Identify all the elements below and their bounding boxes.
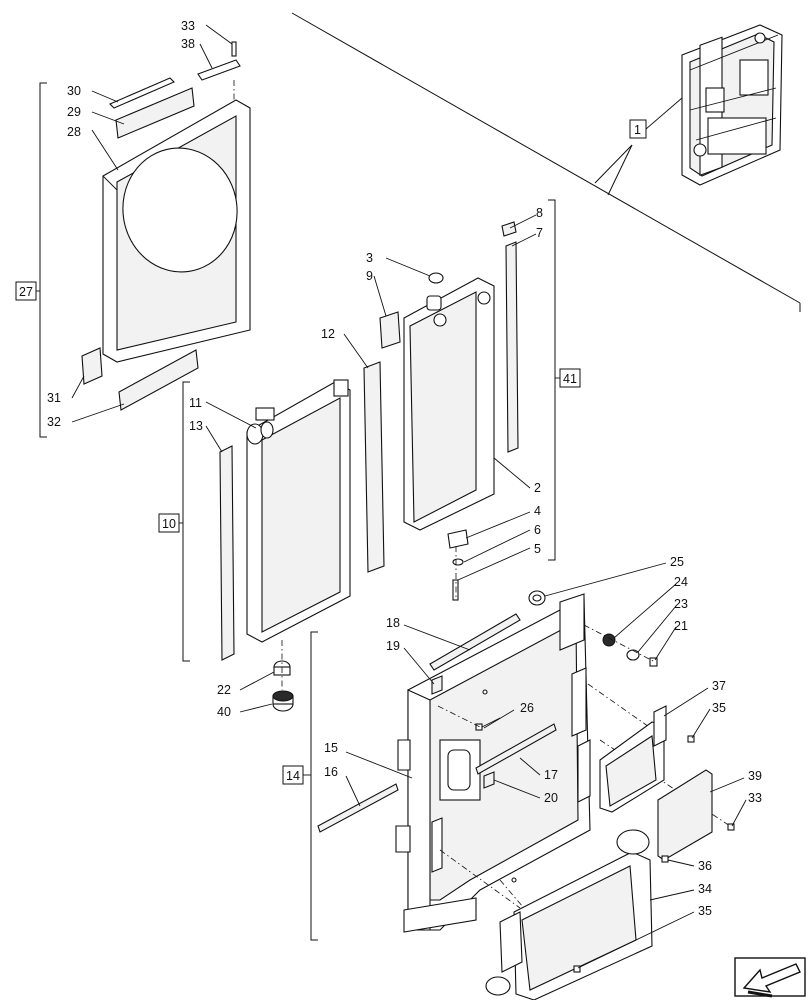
callout-17: 17 — [544, 768, 558, 782]
callout-37: 37 — [712, 679, 726, 693]
callout-35b: 35 — [698, 904, 712, 918]
overview-cut-lines — [291, 12, 801, 312]
callout-32: 32 — [47, 415, 61, 429]
callout-26: 26 — [520, 701, 534, 715]
callout-31: 31 — [47, 391, 61, 405]
callout-20: 20 — [544, 791, 558, 805]
callout-6: 6 — [534, 523, 541, 537]
callout-36: 36 — [698, 859, 712, 873]
callout-12: 12 — [321, 327, 335, 341]
callout-16: 16 — [324, 765, 338, 779]
callout-24: 24 — [674, 575, 688, 589]
callout-10: 10 — [162, 517, 176, 531]
callout-3: 3 — [366, 251, 373, 265]
right-hardware — [485, 562, 747, 1000]
callout-40: 40 — [217, 705, 231, 719]
callout-30: 30 — [67, 84, 81, 98]
oil-cooler-group — [158, 379, 351, 713]
callout-9: 9 — [366, 269, 373, 283]
machine-overview-illustration — [681, 24, 783, 186]
callout-21: 21 — [674, 619, 688, 633]
frame-group — [282, 593, 731, 969]
callout-33a: 33 — [181, 19, 195, 33]
callout-23: 23 — [674, 597, 688, 611]
callout-13: 13 — [189, 419, 203, 433]
radiator-group — [343, 199, 581, 601]
callout-4: 4 — [534, 504, 541, 518]
callout-22: 22 — [217, 683, 231, 697]
callout-1: 1 — [634, 123, 641, 137]
callout-33b: 33 — [748, 791, 762, 805]
callout-34: 34 — [698, 882, 712, 896]
callout-2: 2 — [534, 481, 541, 495]
callout-14: 14 — [286, 769, 300, 783]
callout-27: 27 — [19, 285, 33, 299]
callout-35a: 35 — [712, 701, 726, 715]
callout-5: 5 — [534, 542, 541, 556]
callout-29: 29 — [67, 105, 81, 119]
callout-25: 25 — [670, 555, 684, 569]
callout-11: 11 — [189, 396, 202, 410]
callout-19: 19 — [386, 639, 400, 653]
shroud-group — [15, 24, 251, 438]
callout-8: 8 — [536, 206, 543, 220]
callout-15: 15 — [324, 741, 338, 755]
callout-39: 39 — [748, 769, 762, 783]
callout-38: 38 — [181, 37, 195, 51]
callout-7: 7 — [536, 226, 543, 240]
callout-41: 41 — [563, 372, 577, 386]
callout-28: 28 — [67, 125, 81, 139]
arrow-icon[interactable] — [734, 957, 806, 998]
callout-18: 18 — [386, 616, 400, 630]
